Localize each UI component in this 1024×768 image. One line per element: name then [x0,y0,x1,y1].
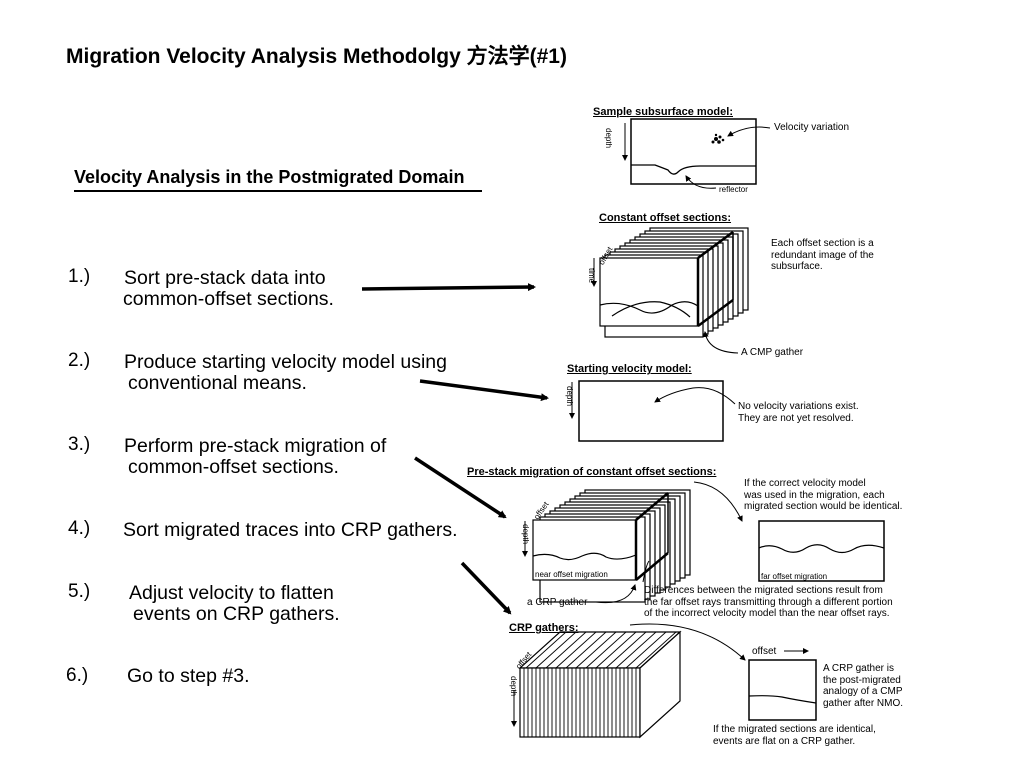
crp-gathers-block [511,623,746,739]
time-axis-label: time [587,268,596,284]
step-text: Perform pre-stack migration of [124,435,387,457]
velocity-variation-blob [711,133,725,144]
flat-events-note: If the migrated sections are identical, … [713,724,876,747]
differences-note: Differences between the migrated section… [644,585,893,619]
step-number: 3.) [68,434,91,455]
crp-gathers-label: CRP gathers: [509,622,579,634]
offset-note: Each offset section is a redundant image… [771,238,874,272]
step-text: Go to step #3. [127,665,250,687]
step-text: Sort pre-stack data into [124,267,326,289]
panel-offset-label: offset [752,646,777,657]
step-number: 5.) [68,581,91,602]
page-title: Migration Velocity Analysis Methodolgy 方… [66,45,567,68]
step-text: Produce starting velocity model using [124,351,447,373]
step1-arrow [361,283,536,292]
constant-offset-stack [599,227,749,338]
depth-axis-label: depth [565,386,574,407]
prestack-migration-label: Pre-stack migration of constant offset s… [467,466,717,478]
far-offset-label: far offset migration [761,572,828,581]
reflector-label: reflector [719,185,748,194]
crp-single-panel [748,648,817,721]
step-number: 6.) [66,665,89,686]
step-number: 4.) [68,518,91,539]
crp-gather-label: a CRP gather [527,597,588,608]
step-number: 1.) [68,266,91,287]
step-text: common-offset sections. [128,456,339,478]
sample-model-panel [622,118,771,189]
migration-note: If the correct velocity model was used i… [744,478,903,512]
constant-offset-label: Constant offset sections: [599,212,732,224]
starting-velocity-note: No velocity variations exist. They are n… [738,401,859,424]
step3-arrow [414,456,507,519]
step-text: conventional means. [128,372,307,394]
cmp-gather-line [697,230,734,260]
sample-model-label: Sample subsurface model: [593,106,733,118]
near-offset-label: near offset migration [535,570,608,579]
depth-axis-label: depth [509,676,518,697]
crp-note: A CRP gather is the post-migrated analog… [823,663,904,709]
step4-arrow [460,561,512,615]
step2-arrow [419,379,549,402]
far-offset-panel [758,520,885,582]
section-heading: Velocity Analysis in the Postmigrated Do… [74,167,465,187]
step-text: events on CRP gathers. [133,603,340,625]
step-text: Sort migrated traces into CRP gathers. [123,519,458,541]
step-text: Adjust velocity to flatten [129,582,334,604]
step-text: common-offset sections. [123,288,334,310]
velocity-variation-label: Velocity variation [774,122,850,133]
depth-axis-label: depth [604,128,613,149]
heading-underline [74,190,482,192]
starting-velocity-label: Starting velocity model: [567,363,692,375]
depth-axis-label: depth [521,524,530,545]
cmp-gather-label: A CMP gather [741,347,804,358]
starting-velocity-panel [569,380,736,442]
step-number: 2.) [68,350,91,371]
